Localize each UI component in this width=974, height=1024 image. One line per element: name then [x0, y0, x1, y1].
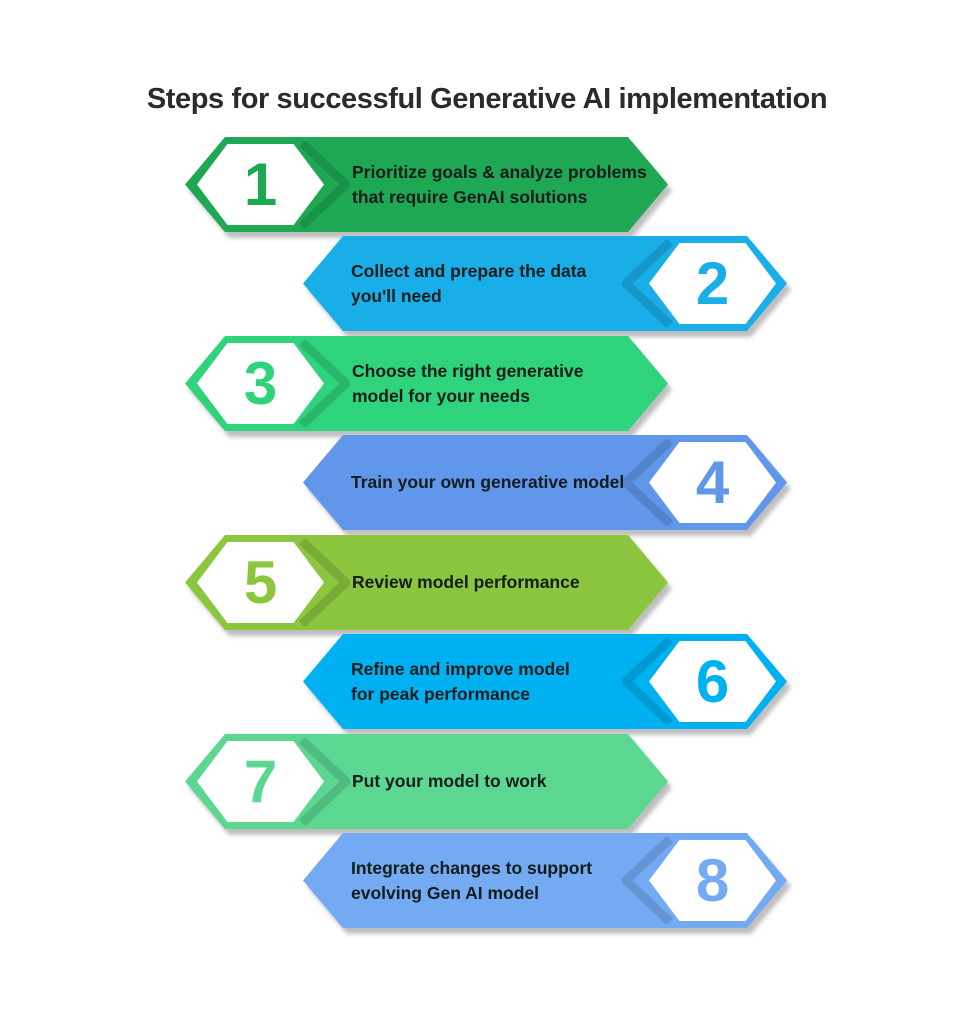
step-description: Review model performance	[352, 535, 652, 630]
chevron-fold-icon	[622, 837, 674, 924]
chevron-fold-icon	[298, 340, 350, 427]
step-banner-5: 5 Review model performance	[185, 535, 668, 630]
step-number: 7	[243, 747, 278, 815]
step-banner-7: 7 Put your model to work	[185, 734, 668, 829]
step-number: 4	[695, 448, 730, 516]
step-number-badge: 3	[197, 343, 324, 424]
step-row-8: 8 Integrate changes to support evolving …	[303, 833, 787, 928]
step-number-badge: 6	[649, 641, 776, 722]
step-number-badge: 8	[649, 840, 776, 921]
step-banner-1: 1 Prioritize goals & analyze problems th…	[185, 137, 668, 232]
step-description-line: Choose the right generative	[352, 361, 584, 382]
step-banner-4: 4 Train your own generative model	[303, 435, 787, 530]
step-row-1: 1 Prioritize goals & analyze problems th…	[185, 137, 668, 232]
step-number: 6	[695, 647, 730, 715]
step-number-badge: 5	[197, 542, 324, 623]
banner-shadow: 1 Prioritize goals & analyze problems th…	[185, 137, 668, 232]
step-description: Prioritize goals & analyze problems that…	[352, 137, 652, 232]
step-number-badge: 4	[649, 442, 776, 523]
step-number: 2	[695, 249, 730, 317]
step-description-line: evolving Gen AI model	[351, 882, 539, 903]
banner-shadow: 8 Integrate changes to support evolving …	[303, 833, 787, 928]
step-number: 3	[243, 349, 278, 417]
step-description: Refine and improve model for peak perfor…	[351, 634, 651, 729]
step-row-7: 7 Put your model to work	[185, 734, 668, 829]
chevron-fold-icon	[298, 738, 350, 825]
step-number-badge: 1	[197, 144, 324, 225]
banner-shadow: 6 Refine and improve model for peak perf…	[303, 634, 787, 729]
step-description-line: model for your needs	[352, 385, 530, 406]
step-row-2: 2 Collect and prepare the data you'll ne…	[303, 236, 787, 331]
step-description-line: Prioritize goals & analyze problems	[352, 162, 647, 183]
step-description-line: that require GenAI solutions	[352, 186, 588, 207]
step-description-line: Collect and prepare the data	[351, 261, 587, 282]
step-description-line: Refine and improve model	[351, 659, 570, 680]
step-description-line: for peak performance	[351, 683, 530, 704]
step-number: 5	[243, 548, 278, 616]
step-number: 8	[695, 846, 730, 914]
step-description-line: Put your model to work	[352, 771, 547, 792]
chevron-fold-icon	[622, 240, 674, 327]
step-row-6: 6 Refine and improve model for peak perf…	[303, 634, 787, 729]
step-description: Put your model to work	[352, 734, 652, 829]
step-number-badge: 7	[197, 741, 324, 822]
step-banner-8: 8 Integrate changes to support evolving …	[303, 833, 787, 928]
banner-shadow: 4 Train your own generative model	[303, 435, 787, 530]
step-description-line: Integrate changes to support	[351, 858, 593, 879]
step-banner-6: 6 Refine and improve model for peak perf…	[303, 634, 787, 729]
step-banner-3: 3 Choose the right generative model for …	[185, 336, 668, 431]
banner-shadow: 2 Collect and prepare the data you'll ne…	[303, 236, 787, 331]
step-description: Choose the right generative model for yo…	[352, 336, 652, 431]
banner-shadow: 5 Review model performance	[185, 535, 668, 630]
step-description-line: Train your own generative model	[351, 472, 625, 493]
step-number-badge: 2	[649, 243, 776, 324]
step-row-4: 4 Train your own generative model	[303, 435, 787, 530]
banner-shadow: 3 Choose the right generative model for …	[185, 336, 668, 431]
step-row-3: 3 Choose the right generative model for …	[185, 336, 668, 431]
chevron-fold-icon	[622, 439, 674, 526]
step-description: Collect and prepare the data you'll need	[351, 236, 651, 331]
step-description: Train your own generative model	[351, 435, 651, 530]
chevron-fold-icon	[298, 539, 350, 626]
step-banner-2: 2 Collect and prepare the data you'll ne…	[303, 236, 787, 331]
chevron-fold-icon	[298, 141, 350, 228]
step-row-5: 5 Review model performance	[185, 535, 668, 630]
step-description-line: you'll need	[351, 285, 442, 306]
chevron-fold-icon	[622, 638, 674, 725]
page-title: Steps for successful Generative AI imple…	[146, 83, 828, 116]
step-number: 1	[243, 150, 278, 218]
step-description-line: Review model performance	[352, 572, 580, 593]
step-description: Integrate changes to support evolving Ge…	[351, 833, 651, 928]
banner-shadow: 7 Put your model to work	[185, 734, 668, 829]
